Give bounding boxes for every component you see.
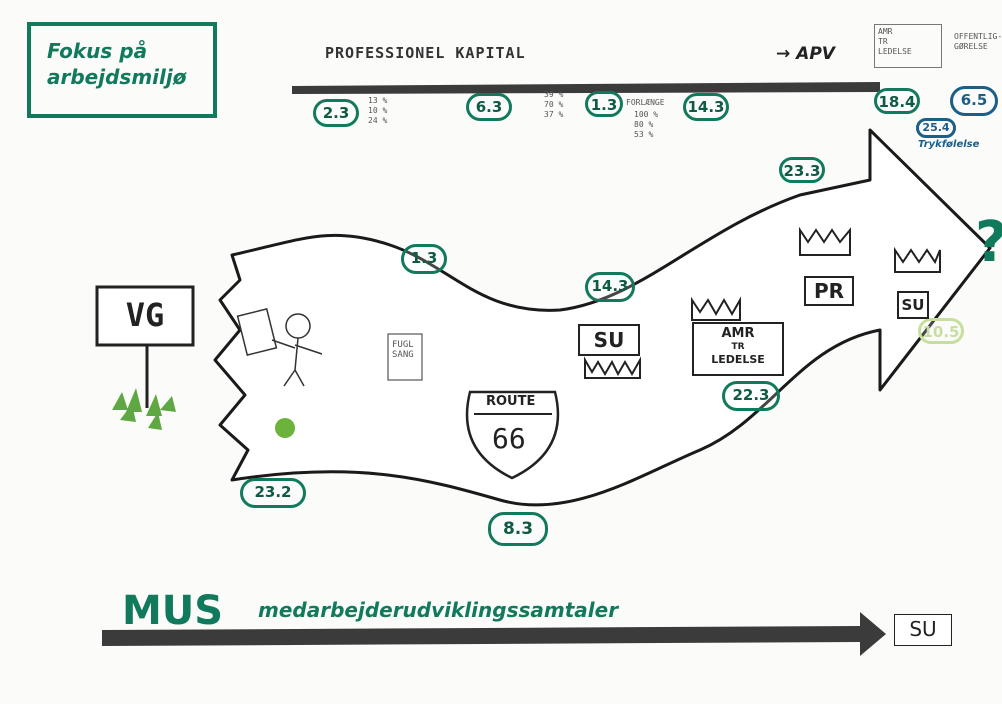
vg-sign-label: VG — [125, 296, 165, 334]
apv-box-line-3: LEDELSE — [878, 47, 912, 56]
notebook-line-1: FUGL — [392, 340, 414, 350]
crowd-icon-3 — [799, 226, 851, 256]
su-box-2: SU — [897, 291, 929, 319]
flow-arrow — [213, 128, 992, 507]
apv-box-line-2: TR — [878, 37, 888, 46]
smiley-icon — [275, 418, 295, 438]
forlaeng-label: FORLÆNGE — [626, 98, 665, 107]
stats-column-3: 100 % 80 % 53 % — [634, 110, 658, 140]
amr-line-1: AMR — [721, 326, 755, 341]
grass-icon — [112, 388, 176, 430]
amr-box: AMR TR LEDELSE — [692, 322, 784, 376]
date-pill-6-5: 6.5 — [950, 86, 998, 116]
date-pill-18-4: 18.4 — [874, 88, 920, 114]
bottom-timeline-bar — [102, 612, 886, 656]
top-timeline-bar — [292, 82, 880, 94]
route-number: 66 — [492, 422, 526, 455]
vg-sign-board — [95, 285, 195, 347]
su-box-bottom: SU — [894, 614, 952, 646]
date-pill-22-3: 22.3 — [722, 381, 780, 411]
date-pill-23-2: 23.2 — [240, 478, 306, 508]
apv-box-note: OFFENTLIG-GØRELSE — [954, 32, 1002, 51]
stat-3-b: 80 % — [634, 120, 654, 129]
blue-note: Trykfølelse — [918, 139, 980, 150]
title-box: Fokus på arbejdsmiljø — [27, 22, 217, 118]
route-label: ROUTE — [486, 394, 536, 409]
crowd-icon-2 — [691, 296, 741, 321]
apv-label: → APV — [776, 44, 835, 64]
notebook-label: FUGL SANG — [392, 340, 414, 360]
mus-label: MUS — [122, 588, 224, 634]
stats-column-2: 39 % 70 % 37 % — [544, 90, 563, 120]
date-pill-10-5: 10.5 — [918, 318, 964, 344]
date-pill-2-3: 2.3 — [313, 99, 359, 127]
question-mark: ? — [975, 210, 1002, 275]
notebook-line-2: SANG — [392, 350, 414, 360]
date-pill-23-3: 23.3 — [779, 157, 825, 183]
date-pill-top-1-3: 1.3 — [585, 91, 623, 117]
stat-1-a: 13 % — [368, 96, 388, 105]
pr-box: PR — [804, 276, 854, 306]
stats-column-1: 13 % 10 % 24 % — [368, 96, 387, 126]
date-pill-6-3: 6.3 — [466, 93, 512, 121]
stat-1-c: 24 % — [368, 116, 388, 125]
date-pill-14-3: 14.3 — [683, 93, 729, 121]
stat-2-a: 39 % — [544, 90, 564, 99]
date-pill-8-3: 8.3 — [488, 512, 548, 546]
apv-box: AMR TR LEDELSE — [874, 24, 942, 68]
stat-3-c: 53 % — [634, 130, 654, 139]
crowd-icon-1 — [584, 356, 641, 379]
mus-sublabel: medarbejderudviklingssamtaler — [258, 598, 619, 622]
apv-box-line-1: AMR — [878, 27, 893, 36]
su-box-1: SU — [578, 324, 640, 356]
page-title: Fokus på arbejdsmiljø — [47, 39, 187, 89]
amr-line-2: TR — [731, 342, 745, 352]
notebook-icon — [387, 333, 423, 381]
top-bar-label: PROFESSIONEL KAPITAL — [325, 44, 526, 62]
stat-2-c: 37 % — [544, 110, 564, 119]
stat-1-b: 10 % — [368, 106, 388, 115]
crowd-icon-4 — [894, 246, 941, 273]
amr-line-3: LEDELSE — [711, 353, 765, 366]
stat-3-a: 100 % — [634, 110, 659, 119]
teacher-figure-icon — [236, 308, 323, 387]
date-pill-1-3: 1.3 — [401, 244, 447, 274]
date-pill-flow-14-3: 14.3 — [585, 272, 635, 302]
date-pill-25-4: 25.4 — [916, 118, 956, 138]
stat-2-b: 70 % — [544, 100, 564, 109]
